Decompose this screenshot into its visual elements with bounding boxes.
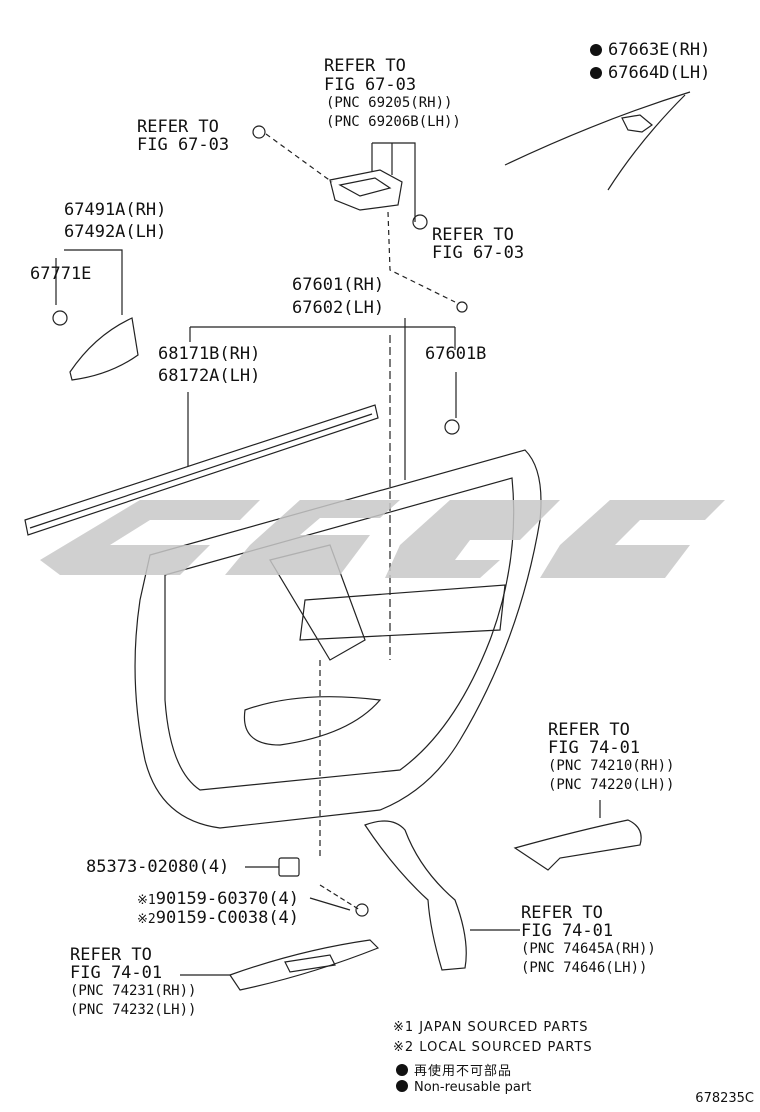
pnc-right-lower-line2: (PNC 74220(LH)) [548, 777, 675, 793]
part-67664: 67664D(LH) [590, 63, 710, 83]
armrest-pad [364, 820, 467, 971]
part-68172: 68172A(LH) [158, 366, 261, 386]
part-67601: 67601(RH) [292, 275, 385, 295]
non-reusable-dot-icon [396, 1080, 408, 1092]
refer-top-center-line1: REFER TO [324, 56, 406, 76]
pnc-bottom-left-line2: (PNC 74232(LH)) [70, 1002, 197, 1018]
armrest-base [513, 819, 642, 871]
note-non-reusable-jp: 再使用不可部品 [396, 1060, 512, 1079]
part-67602: 67602(LH) [292, 298, 385, 318]
pnc-bottom-right-line2: (PNC 74646(LH)) [521, 960, 648, 976]
refer-bottom-left-line1: REFER TO [70, 945, 152, 965]
refer-right-lower-line2: FIG 74-01 [548, 738, 641, 758]
part-68171: 68171B(RH) [158, 344, 261, 364]
power-window-switch-base [229, 939, 380, 991]
pull-handle-cover [69, 317, 139, 381]
window-edge [504, 91, 691, 166]
refer-mid-right-line1: REFER TO [432, 225, 514, 245]
belt-moulding [24, 404, 379, 536]
note-japan-sourced: ※1 JAPAN SOURCED PARTS [393, 1020, 589, 1035]
part-90159-1: ※190159-60370(4) [137, 889, 300, 909]
watermark-logo [40, 500, 725, 578]
refer-top-left-line1: REFER TO [137, 117, 219, 137]
part-67601b: 67601B [425, 344, 487, 364]
non-reusable-dot-icon [590, 44, 602, 56]
part-67771: 67771E [30, 264, 92, 284]
refer-bottom-right-line1: REFER TO [521, 903, 603, 923]
pnc-bottom-left-line1: (PNC 74231(RH)) [70, 983, 197, 999]
refer-bottom-left-line2: FIG 74-01 [70, 963, 163, 983]
part-67663: 67663E(RH) [590, 40, 710, 60]
door-trim-board [134, 449, 542, 829]
refer-mid-right-line2: FIG 67-03 [432, 243, 525, 263]
pnc-top-center-line2: (PNC 69206B(LH)) [326, 114, 461, 130]
refer-bottom-right-line2: FIG 74-01 [521, 921, 614, 941]
pnc-right-lower-line1: (PNC 74210(RH)) [548, 758, 675, 774]
part-67492: 67492A(LH) [64, 222, 167, 242]
refer-right-lower-line1: REFER TO [548, 720, 630, 740]
refer-top-left-line2: FIG 67-03 [137, 135, 230, 155]
refer-top-center-line2: FIG 67-03 [324, 75, 417, 95]
part-85373: 85373-02080(4) [86, 857, 230, 877]
non-reusable-dot-icon [396, 1064, 408, 1076]
pnc-bottom-right-line1: (PNC 74645A(RH)) [521, 941, 656, 957]
note-local-sourced: ※2 LOCAL SOURCED PARTS [393, 1040, 593, 1055]
inside-handle-bezel [329, 169, 403, 211]
part-90159-2: ※290159-C0038(4) [137, 908, 300, 928]
non-reusable-dot-icon [590, 67, 602, 79]
part-67491: 67491A(RH) [64, 200, 167, 220]
pnc-top-center-line1: (PNC 69205(RH)) [326, 95, 453, 111]
figure-code: 678235C [695, 1091, 754, 1106]
note-non-reusable-en: Non-reusable part [396, 1080, 531, 1095]
